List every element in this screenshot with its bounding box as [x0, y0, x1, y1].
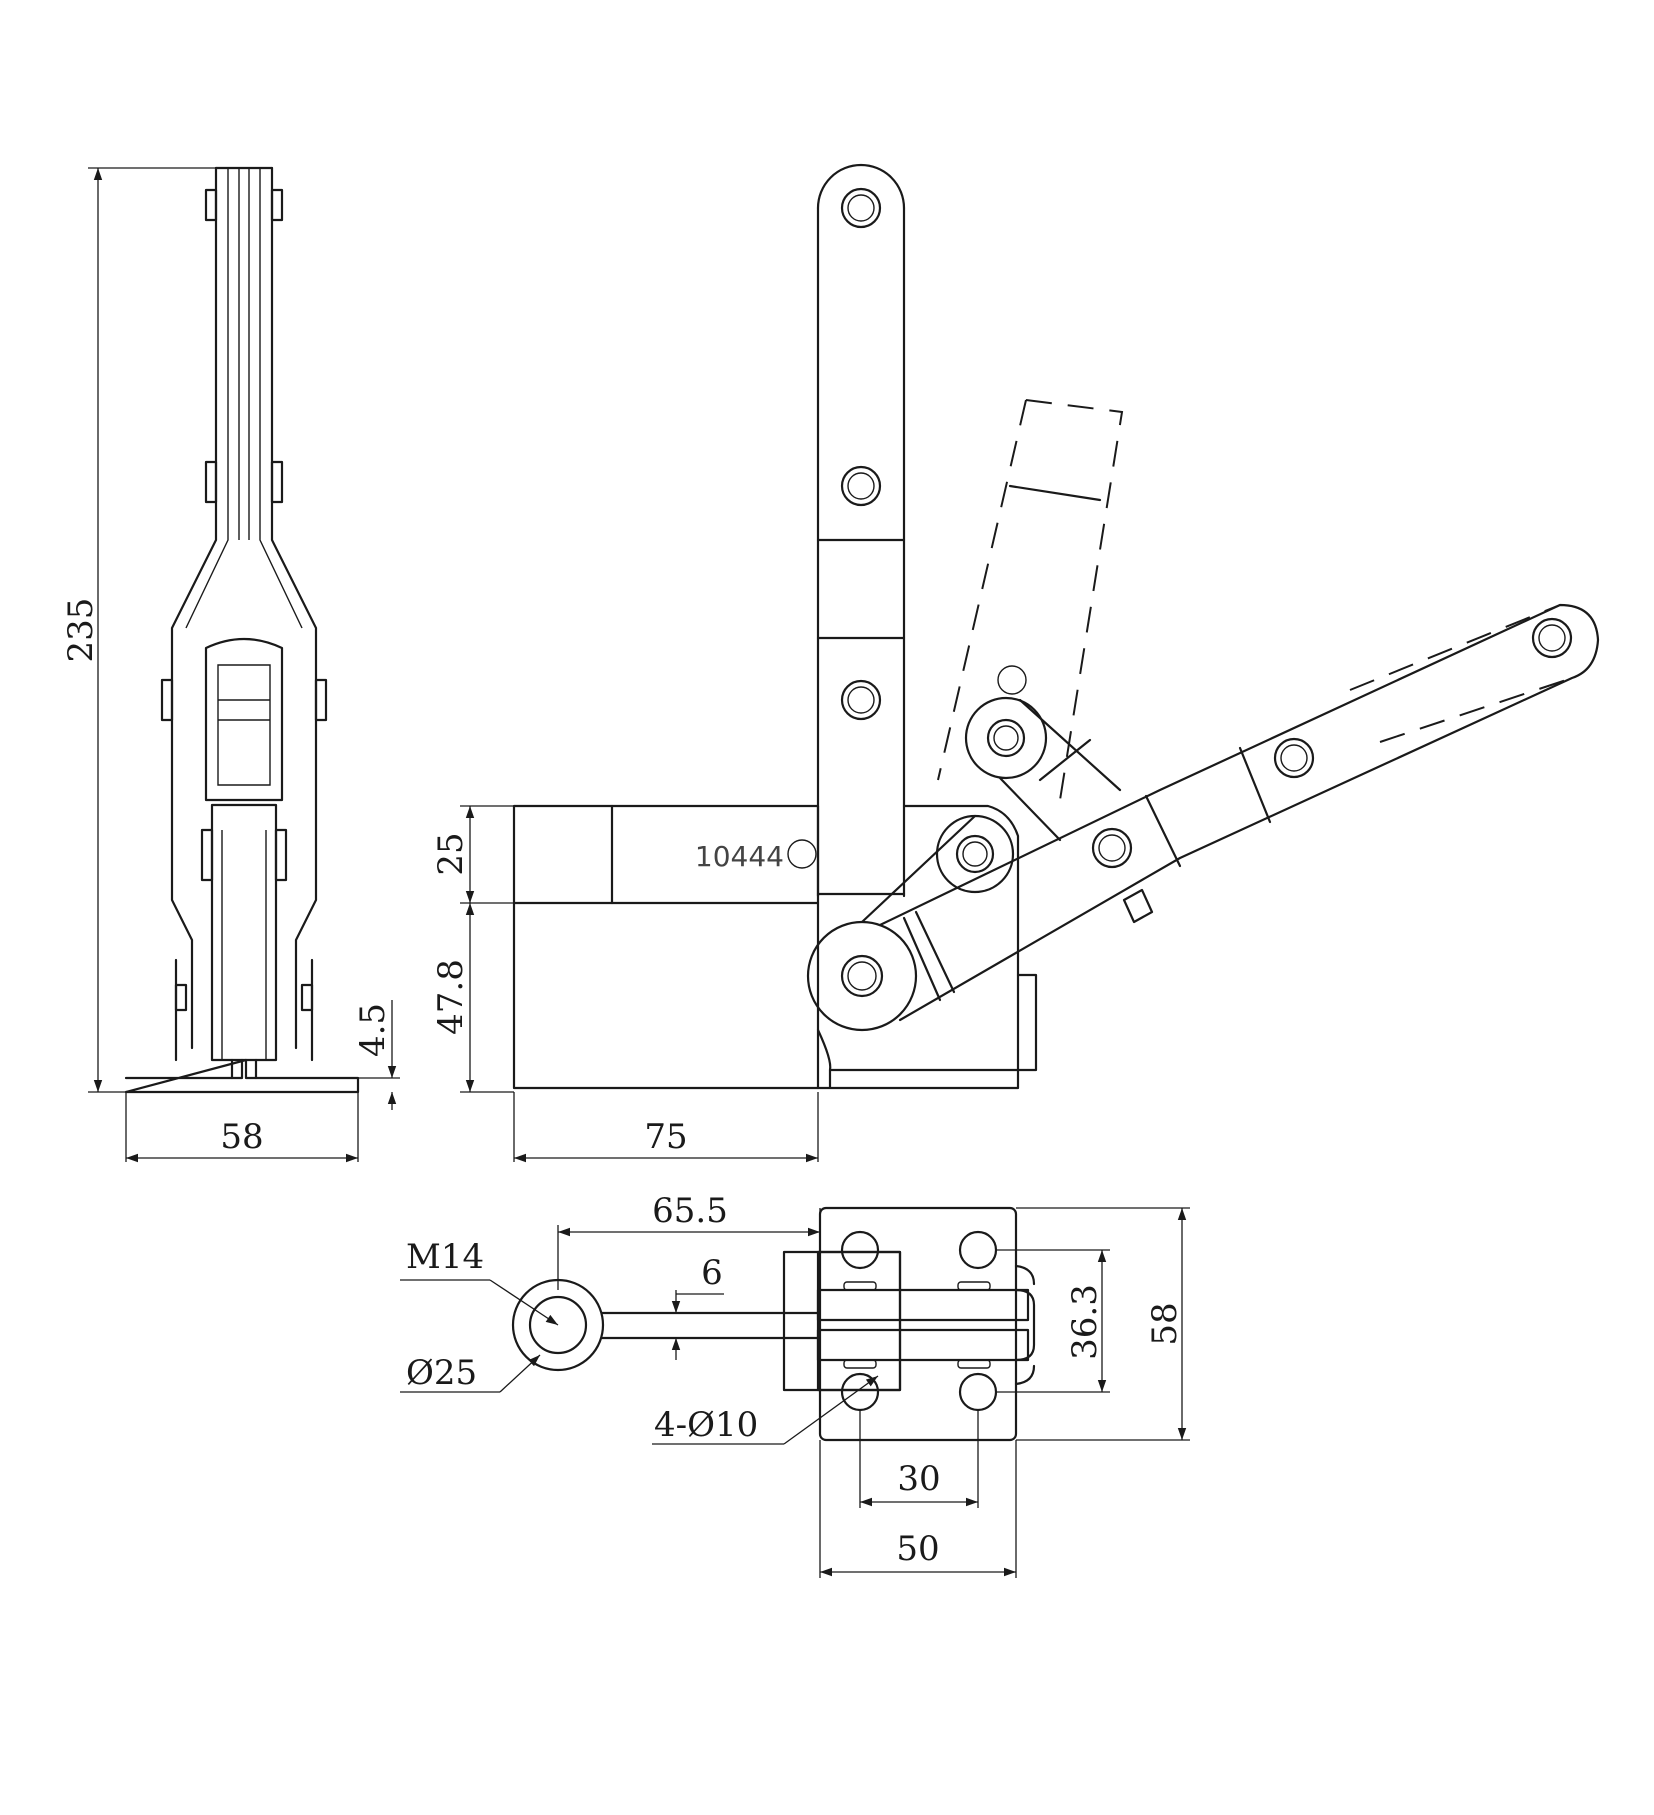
label-washer-diameter: Ø25	[406, 1353, 477, 1393]
dim-total-height: 235	[61, 598, 101, 663]
dim-plan-base-width: 50	[896, 1529, 939, 1569]
label-thread: M14	[406, 1237, 484, 1277]
plan-view	[511, 1206, 1036, 1442]
dim-spindle-offset: 6	[701, 1253, 723, 1293]
side-view-dimensions: 235 58 4.5	[61, 167, 400, 1163]
dim-base-length: 58	[1145, 1302, 1185, 1345]
dim-hole-spacing-y: 36.3	[1065, 1284, 1105, 1360]
dim-lower-height: 47.8	[431, 959, 471, 1035]
label-mount-holes: 4-Ø10	[654, 1405, 758, 1445]
dim-plate-thickness: 4.5	[353, 1003, 393, 1057]
dim-spindle-reach: 65.5	[652, 1191, 728, 1231]
dim-upper-height: 25	[431, 832, 471, 875]
front-view: 10444	[512, 163, 1600, 1090]
dim-hole-spacing-x: 30	[897, 1459, 940, 1499]
plan-view-dimensions: 65.5 M14 Ø25 6 4-Ø10 36.3 58 30	[400, 1191, 1190, 1578]
dim-side-base-width: 58	[220, 1117, 263, 1157]
front-view-dimensions: 25 47.8 75	[431, 805, 819, 1163]
side-view	[124, 166, 360, 1094]
dim-reach: 75	[644, 1117, 687, 1157]
part-number: 10444	[695, 840, 784, 873]
